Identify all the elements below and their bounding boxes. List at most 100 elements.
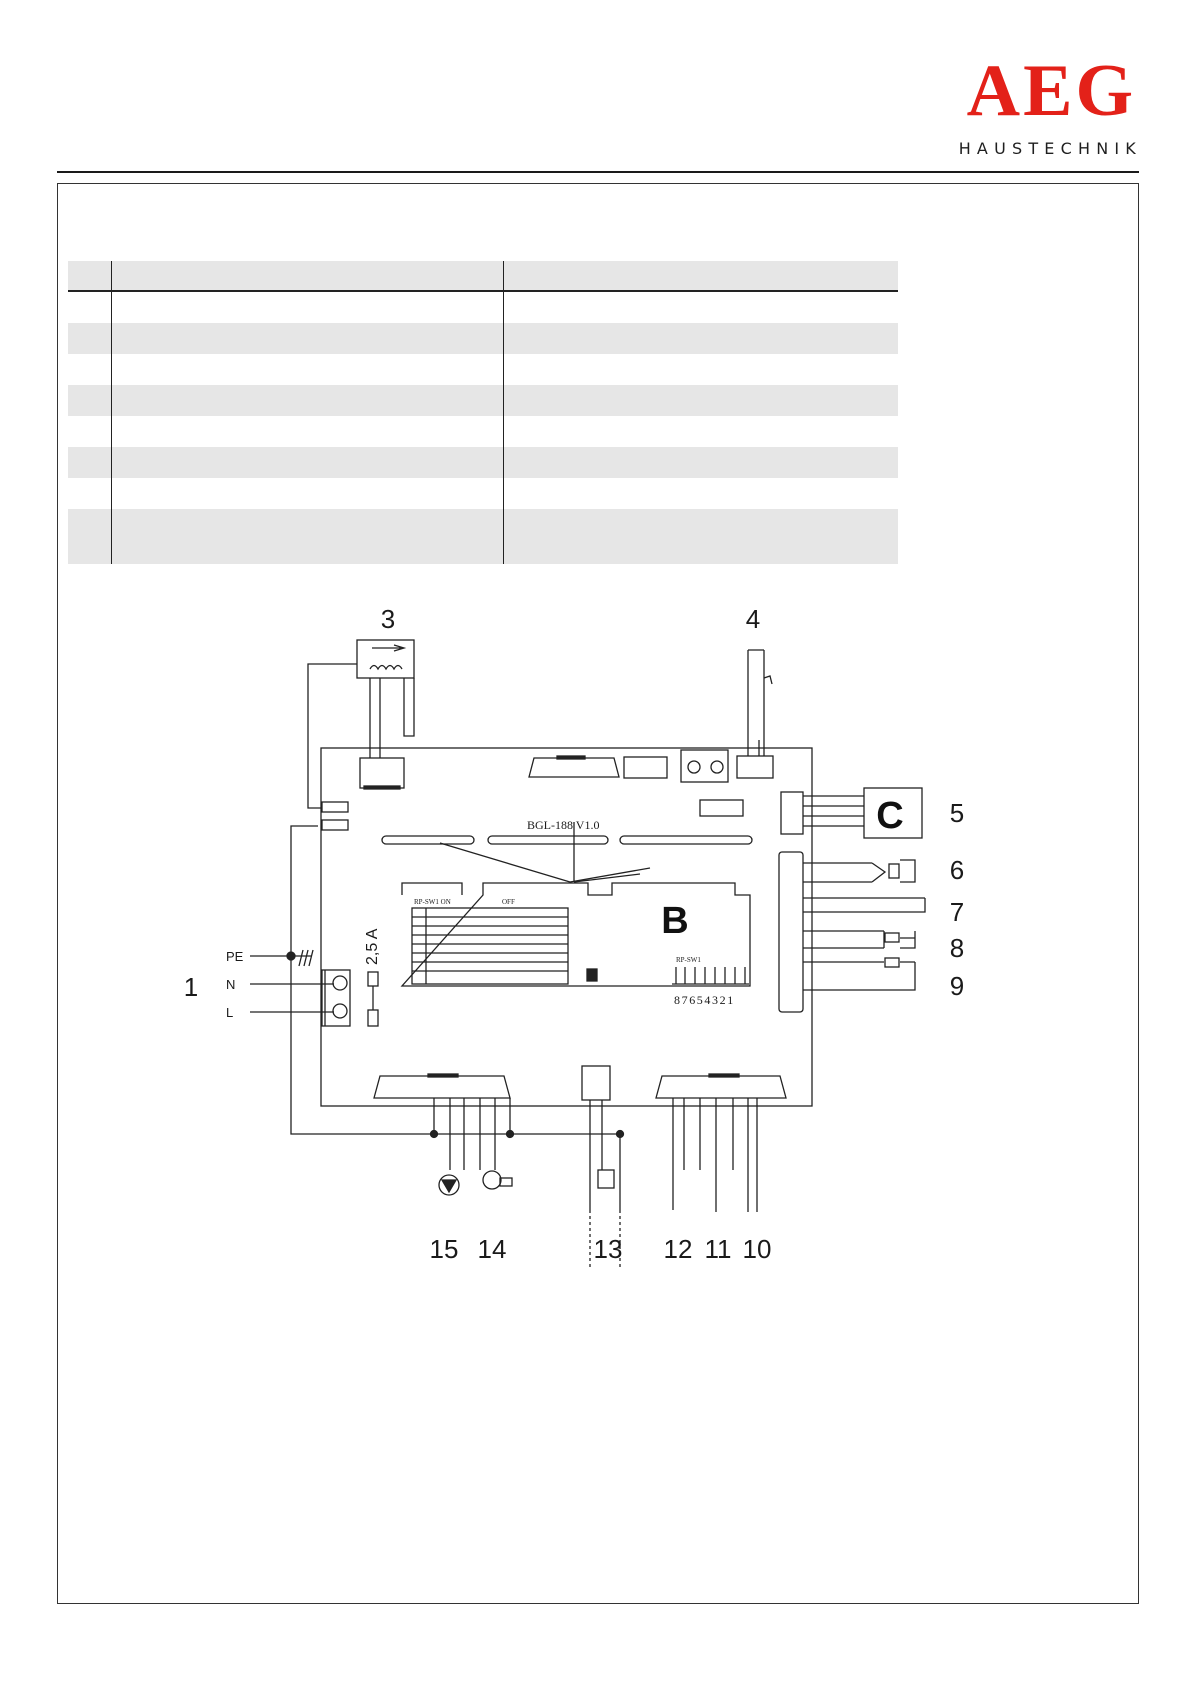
- component-4-wires: [758, 675, 773, 756]
- callout-12: 12: [664, 1234, 693, 1264]
- pump-15-icon: [438, 1174, 460, 1196]
- sensor-connector: [778, 851, 804, 1013]
- table-row: [68, 385, 898, 416]
- table-row: [68, 509, 898, 564]
- terminal-screw-icon: [332, 1003, 348, 1019]
- component-3-wires: [307, 663, 415, 809]
- sensor-9-icon: [884, 957, 900, 968]
- callout-3: 3: [381, 604, 395, 634]
- valve-14-body: [499, 1177, 513, 1187]
- table-column-divider: [503, 261, 504, 564]
- dip-switch-lines: [412, 908, 568, 984]
- content-frame: [57, 183, 1139, 1604]
- header-rule: [57, 171, 1139, 173]
- sensor-9-wires: [803, 961, 916, 991]
- dip-switch-block: [411, 907, 569, 985]
- top-connector-x3: [623, 756, 668, 779]
- relay-13-dashed: [589, 1210, 621, 1270]
- sensor-6-icon: [888, 863, 900, 879]
- fuse-rating-label: 2,5 A: [364, 928, 381, 965]
- board-rail: [619, 835, 753, 845]
- sensor-7-wires: [803, 897, 926, 913]
- bottom-connector-x14: [373, 1075, 511, 1099]
- callout-14: 14: [478, 1234, 507, 1264]
- callout-13: 13: [594, 1234, 623, 1264]
- board-model-label: BGL-188 V1.0: [527, 818, 599, 832]
- table-row: [68, 323, 898, 354]
- callout-11: 11: [705, 1234, 732, 1264]
- brand-logo: AEG HAUSTECHNIK: [959, 50, 1136, 158]
- callout-10: 10: [743, 1234, 772, 1264]
- component-3-thermostat: [356, 639, 415, 679]
- top-connector-x1: [359, 757, 405, 790]
- bottom-connector-x10: [655, 1075, 787, 1099]
- board-rail: [381, 835, 475, 845]
- potentiometer-icon: [687, 760, 701, 774]
- fuse-top: [367, 971, 379, 987]
- top-connector-x2-latch: [556, 755, 586, 760]
- sensor-8-icon: [884, 932, 900, 943]
- dip-pin-row: [672, 967, 749, 985]
- board-rail: [487, 835, 609, 845]
- thermostat-icon: [369, 644, 407, 671]
- callout-8: 8: [950, 933, 964, 963]
- callout-6: 6: [950, 855, 964, 885]
- component-4-probe: [747, 649, 765, 756]
- table-header-rule: [68, 290, 898, 292]
- brand-name: AEG: [966, 50, 1136, 132]
- bottom-connector-x13: [581, 1065, 611, 1101]
- callout-4: 4: [746, 604, 760, 634]
- module-c-box: [863, 787, 923, 839]
- pump-valve-wires: [433, 1098, 511, 1170]
- pump-15-arrow: [440, 1179, 458, 1194]
- board-letter-b: B: [661, 900, 688, 942]
- pe-wire-top: [290, 825, 318, 956]
- callout-15: 15: [430, 1234, 459, 1264]
- potentiometer-block: [680, 749, 729, 783]
- pe-wire-bottom: [290, 956, 622, 1135]
- relay-13-wires: [589, 1100, 621, 1210]
- left-edge-terminal: [321, 819, 349, 831]
- wire-junction: [505, 1129, 515, 1139]
- mains-terminal-block: [321, 969, 351, 1027]
- parts-table: [68, 261, 898, 564]
- terminal-label-l: L: [226, 1005, 233, 1020]
- connector-module-c: [780, 791, 804, 835]
- fuse-bottom: [367, 1009, 379, 1027]
- wire-junction: [429, 1129, 439, 1139]
- valve-14-icon: [482, 1170, 502, 1190]
- dip-switch-numbers: 87654321: [674, 993, 735, 1007]
- callout-5: 5: [950, 798, 964, 828]
- potentiometer-icon: [710, 760, 724, 774]
- module-letter-c: C: [876, 795, 903, 837]
- earth-icon: [298, 949, 314, 967]
- connector-x6: [699, 799, 744, 817]
- callout-7: 7: [950, 897, 964, 927]
- terminal-label-pe: PE: [226, 949, 244, 964]
- sensor-6-wires: [803, 859, 916, 883]
- dip-switch-label: RP-SW1: [676, 956, 701, 964]
- output-wires: [672, 1098, 758, 1212]
- relay-13-icon: [597, 1169, 615, 1189]
- left-edge-terminal: [321, 801, 349, 813]
- terminal-label-n: N: [226, 977, 235, 992]
- callout-1: 1: [184, 972, 198, 1002]
- table-column-divider: [111, 261, 112, 564]
- top-connector-x2: [528, 757, 620, 778]
- terminal-screw-icon: [332, 975, 348, 991]
- board-jumper: [586, 968, 598, 982]
- table-header-row: [68, 261, 898, 290]
- brand-tagline: HAUSTECHNIK: [958, 139, 1142, 158]
- dip-on-label: RP-SW1 ON: [414, 898, 451, 906]
- module-c-wires: [803, 795, 864, 827]
- wire-junction: [615, 1129, 625, 1139]
- table-row: [68, 447, 898, 478]
- sensor-8-wires: [803, 930, 916, 949]
- bottom-connector-x14-latch: [427, 1073, 459, 1078]
- board-rail-arrows: [439, 822, 651, 883]
- callout-9: 9: [950, 971, 964, 1001]
- top-connector-x5: [736, 755, 774, 779]
- bottom-connector-x10-latch: [708, 1073, 740, 1078]
- dip-off-label: OFF: [502, 898, 515, 906]
